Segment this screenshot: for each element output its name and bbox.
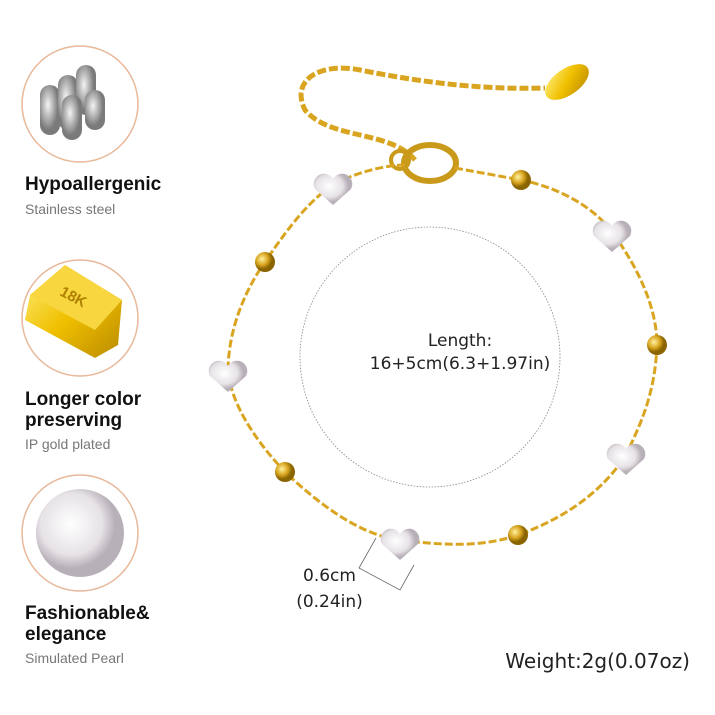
length-value: 16+5cm(6.3+1.97in) <box>369 354 551 374</box>
length-label: Length: <box>427 331 493 351</box>
charm-size-bracket <box>358 537 415 591</box>
pearl-heart-charms <box>208 173 646 560</box>
feature-title-line: preserving <box>25 410 123 431</box>
feature-subtitle-stainless: Stainless steel <box>25 201 116 217</box>
weight-spec: Weight:2g(0.07oz) <box>505 649 690 673</box>
feature-title-line: elegance <box>25 624 107 645</box>
feature-title-color: Longer color preserving <box>25 389 141 431</box>
gold-beads <box>255 170 667 545</box>
steel-rods-icon <box>21 45 139 163</box>
feature-subtitle-plated: IP gold plated <box>25 436 111 452</box>
gold-bar-icon: 18K <box>21 259 139 377</box>
feature-title-line: Fashionable& <box>25 603 150 624</box>
bracelet-chain <box>226 163 659 546</box>
lobster-clasp <box>389 142 459 184</box>
charm-size-in: (0.24in) <box>296 592 363 612</box>
feature-title-hypoallergenic: Hypoallergenic <box>25 174 162 195</box>
length-spec: Length: 16+5cm(6.3+1.97in) <box>340 330 580 376</box>
length-guide-circle <box>299 226 561 488</box>
feature-title-fashion: Fashionable& elegance <box>25 603 150 645</box>
feature-subtitle-pearl: Simulated Pearl <box>25 650 124 666</box>
charm-size-cm: 0.6cm <box>303 566 356 586</box>
charm-size-spec: 0.6cm (0.24in) <box>282 563 377 615</box>
extension-chain <box>298 65 546 162</box>
brand-tag <box>545 64 589 100</box>
feature-title-line: Longer color <box>25 389 142 410</box>
pearl-icon <box>21 474 139 592</box>
